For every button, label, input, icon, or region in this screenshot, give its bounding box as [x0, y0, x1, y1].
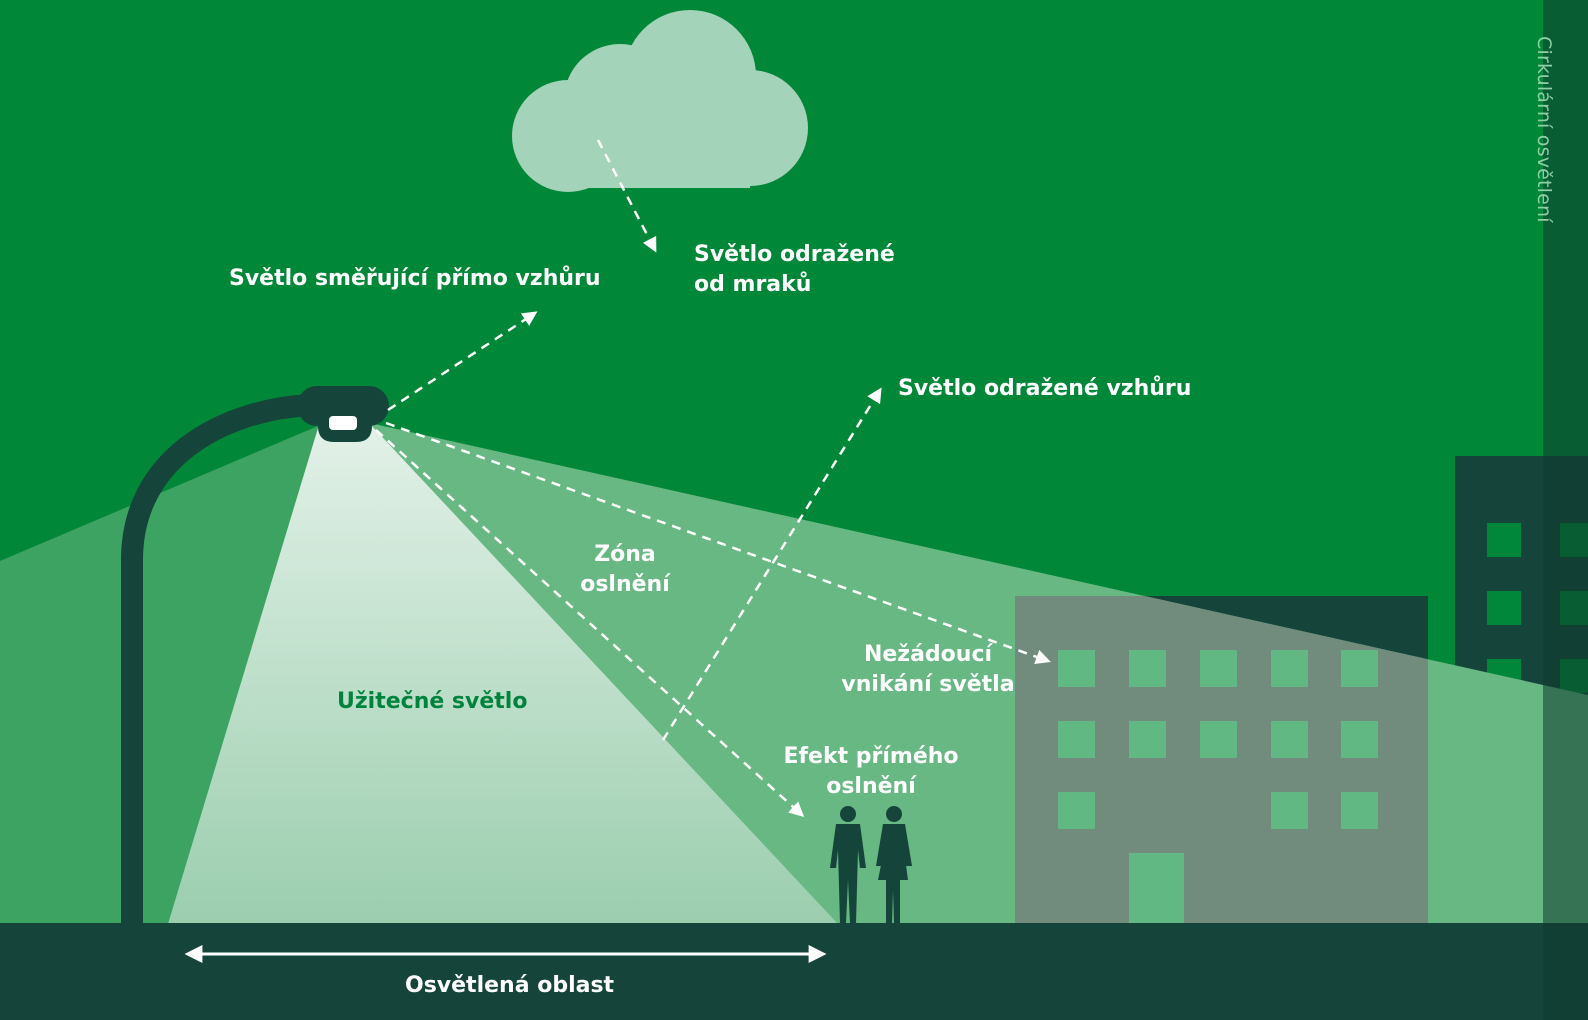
ground [0, 923, 1588, 1020]
arrow-light-trespass [385, 421, 1051, 664]
label-direct-glare: Efekt přímého oslnění [776, 742, 966, 802]
cloud-icon [512, 10, 808, 192]
label-direct-glare-line1: Efekt přímého [783, 744, 959, 769]
label-glare-zone: Zóna oslnění [570, 540, 680, 600]
label-reflected-up: Světlo odražené vzhůru [898, 376, 1192, 401]
building-windows [1058, 650, 1378, 925]
arrow-reflected-up [661, 387, 882, 741]
label-useful-light: Užitečné světlo [337, 689, 528, 714]
label-upward-direct: Světlo směřující přímo vzhůru [229, 266, 601, 291]
label-lit-area: Osvětlená oblast [405, 973, 615, 998]
label-direct-glare-line2: oslnění [826, 774, 916, 799]
label-cloud-reflected-line1: Světlo odražené [694, 242, 895, 267]
label-light-trespass: Nežádoucí vnikání světla [838, 640, 1018, 700]
label-light-trespass-line1: Nežádoucí [863, 642, 993, 667]
label-cloud-reflected-line2: od mraků [694, 272, 812, 297]
street-lamp-icon [121, 386, 389, 924]
arrow-upward-direct [387, 311, 538, 412]
side-title: Cirkulární osvětlení [1533, 36, 1555, 223]
light-ray-arrows [375, 139, 1051, 818]
lit-building-face [1015, 596, 1428, 924]
side-bar [1543, 0, 1588, 1020]
pedestrians-icon [830, 806, 912, 924]
label-light-trespass-line2: vnikání světla [841, 672, 1015, 697]
useful-light-cone [168, 424, 838, 924]
label-cloud-reflected: Světlo odražené od mraků [694, 240, 895, 300]
arrow-cloud-reflection [596, 139, 657, 253]
label-glare-zone-line1: Zóna [594, 542, 656, 567]
label-glare-zone-line2: oslnění [580, 572, 670, 597]
